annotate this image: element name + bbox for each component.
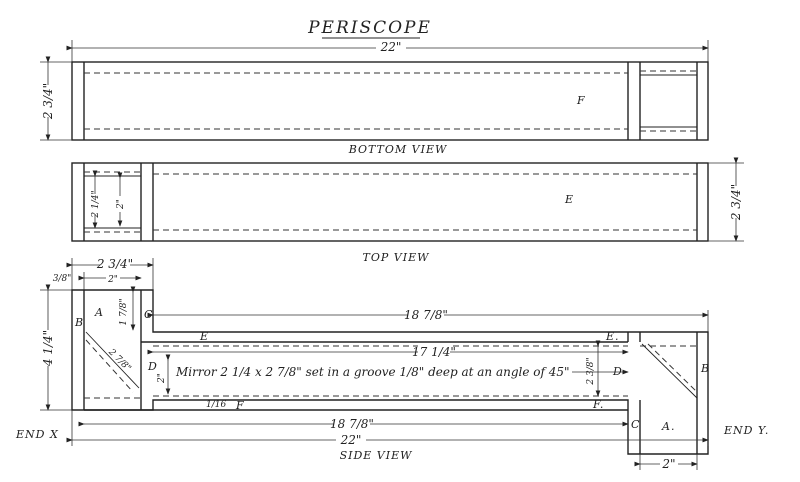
dim-top-height: 2 3/4" (729, 184, 743, 221)
part-f-right-label: F. (592, 398, 604, 411)
part-a-right-label: A. (661, 420, 675, 433)
bottom-view-caption: BOTTOM VIEW (348, 143, 448, 156)
dim-bottom-height: 2 3/4" (41, 83, 55, 120)
dim-inner-length: 17 1/4" (412, 345, 456, 359)
dim-long-top: 18 7/8" (404, 308, 448, 322)
dim-side-top-c: 2" (107, 275, 118, 285)
end-y-label: END Y. (723, 424, 769, 437)
part-b-right-label: B (700, 362, 710, 375)
dim-right-gap: 2 3/8" (586, 357, 596, 385)
dim-bottom-total: 22" (340, 433, 362, 447)
bottom-board (71, 61, 709, 141)
dim-top-inner-a: 2 1/4" (91, 190, 101, 218)
part-e-right-label: E. (605, 330, 620, 343)
end-x-label: END X (15, 428, 59, 441)
part-c-right-label: C (631, 418, 640, 431)
dim-d-height: 2" (157, 373, 167, 384)
dim-side-height: 4 1/4" (41, 330, 55, 367)
dim-top-inner-b: 2" (116, 199, 126, 210)
dim-side-c-height: 1 7/8" (119, 298, 129, 325)
drawing-title: PERISCOPE (307, 18, 432, 38)
part-f-side-label: F (235, 399, 245, 412)
dim-side-top-a: 2 3/4" (96, 257, 133, 271)
dim-small-f: 1/16 (206, 400, 226, 410)
part-e-label: E (564, 193, 574, 206)
dim-side-top-b: 3/8" (53, 274, 72, 284)
part-c-label: C (144, 308, 153, 321)
top-view: 2 1/4" 2" 2 3/4" E TOP VIEW (71, 157, 744, 264)
side-view-caption: SIDE VIEW (340, 449, 414, 462)
side-view: 2 3/4" 2" 3/8" 4 1/4" (15, 256, 769, 471)
part-d-right-label: D (612, 365, 623, 378)
top-view-caption: TOP VIEW (363, 251, 431, 264)
mirror-note: Mirror 2 1/4 x 2 7/8" set in a groove 1/… (175, 365, 570, 379)
top-board (71, 162, 709, 242)
part-f-label: F (576, 94, 586, 107)
part-b-label: B (74, 316, 84, 329)
dim-end-width: 2" (661, 457, 675, 471)
bottom-view: 22" 2 3/4" F BOTTOM VIEW (40, 40, 709, 156)
part-a-label: A (94, 306, 104, 319)
part-d-label: D (147, 360, 158, 373)
dim-bottom-long: 18 7/8" (330, 417, 374, 431)
dim-overall-length: 22" (380, 40, 402, 54)
part-e-side-label: E (199, 330, 209, 343)
dim-mirror-width: 2 7/8" (106, 347, 133, 374)
